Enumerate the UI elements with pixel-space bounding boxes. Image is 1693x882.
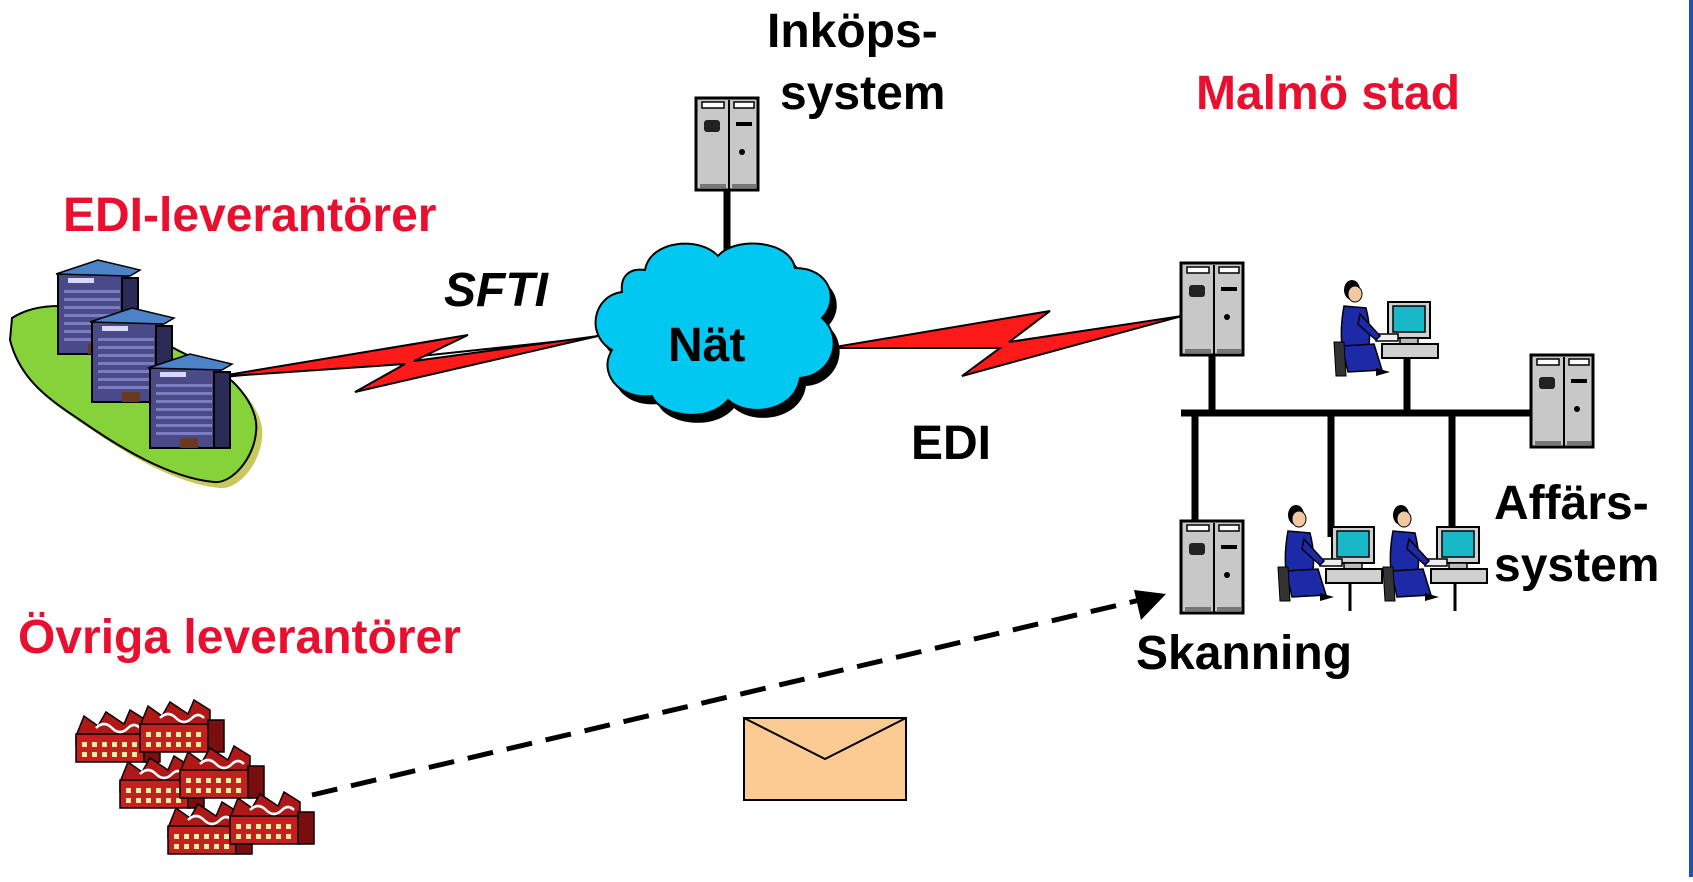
office-building-icon: [8, 259, 263, 489]
edi-suppliers-label: EDI-leverantörer: [63, 189, 437, 242]
server-icon: [1179, 519, 1245, 615]
lightning-icon: [828, 310, 1183, 377]
server-icon: [694, 96, 760, 192]
purchasing-system-label-line1: Inköps-: [767, 5, 938, 58]
slide-edge-bar: [1689, 0, 1693, 877]
operator-workstation-icon: [1332, 278, 1440, 388]
edi-label: EDI: [911, 417, 992, 470]
server-icon: [1179, 261, 1245, 357]
malmo-label: Malmö stad: [1196, 67, 1461, 120]
cloud-icon: [594, 242, 840, 423]
network-label: Nät: [668, 319, 746, 372]
other-suppliers-label: Övriga leverantörer: [18, 611, 461, 664]
business-system-label-line1: Affärs-: [1494, 477, 1649, 530]
purchasing-system-label-line2: system: [780, 67, 946, 120]
envelope-icon: [743, 717, 907, 801]
lightning-icon: [214, 334, 599, 393]
factory-icon: [74, 698, 316, 856]
sfti-label: SFTI: [444, 264, 548, 317]
mail-flow-arrow: [311, 590, 1166, 798]
server-icon: [1529, 353, 1595, 449]
operator-workstation-icon: [1381, 503, 1489, 613]
scanning-label: Skanning: [1136, 627, 1353, 680]
business-system-label-line2: system: [1494, 539, 1660, 592]
